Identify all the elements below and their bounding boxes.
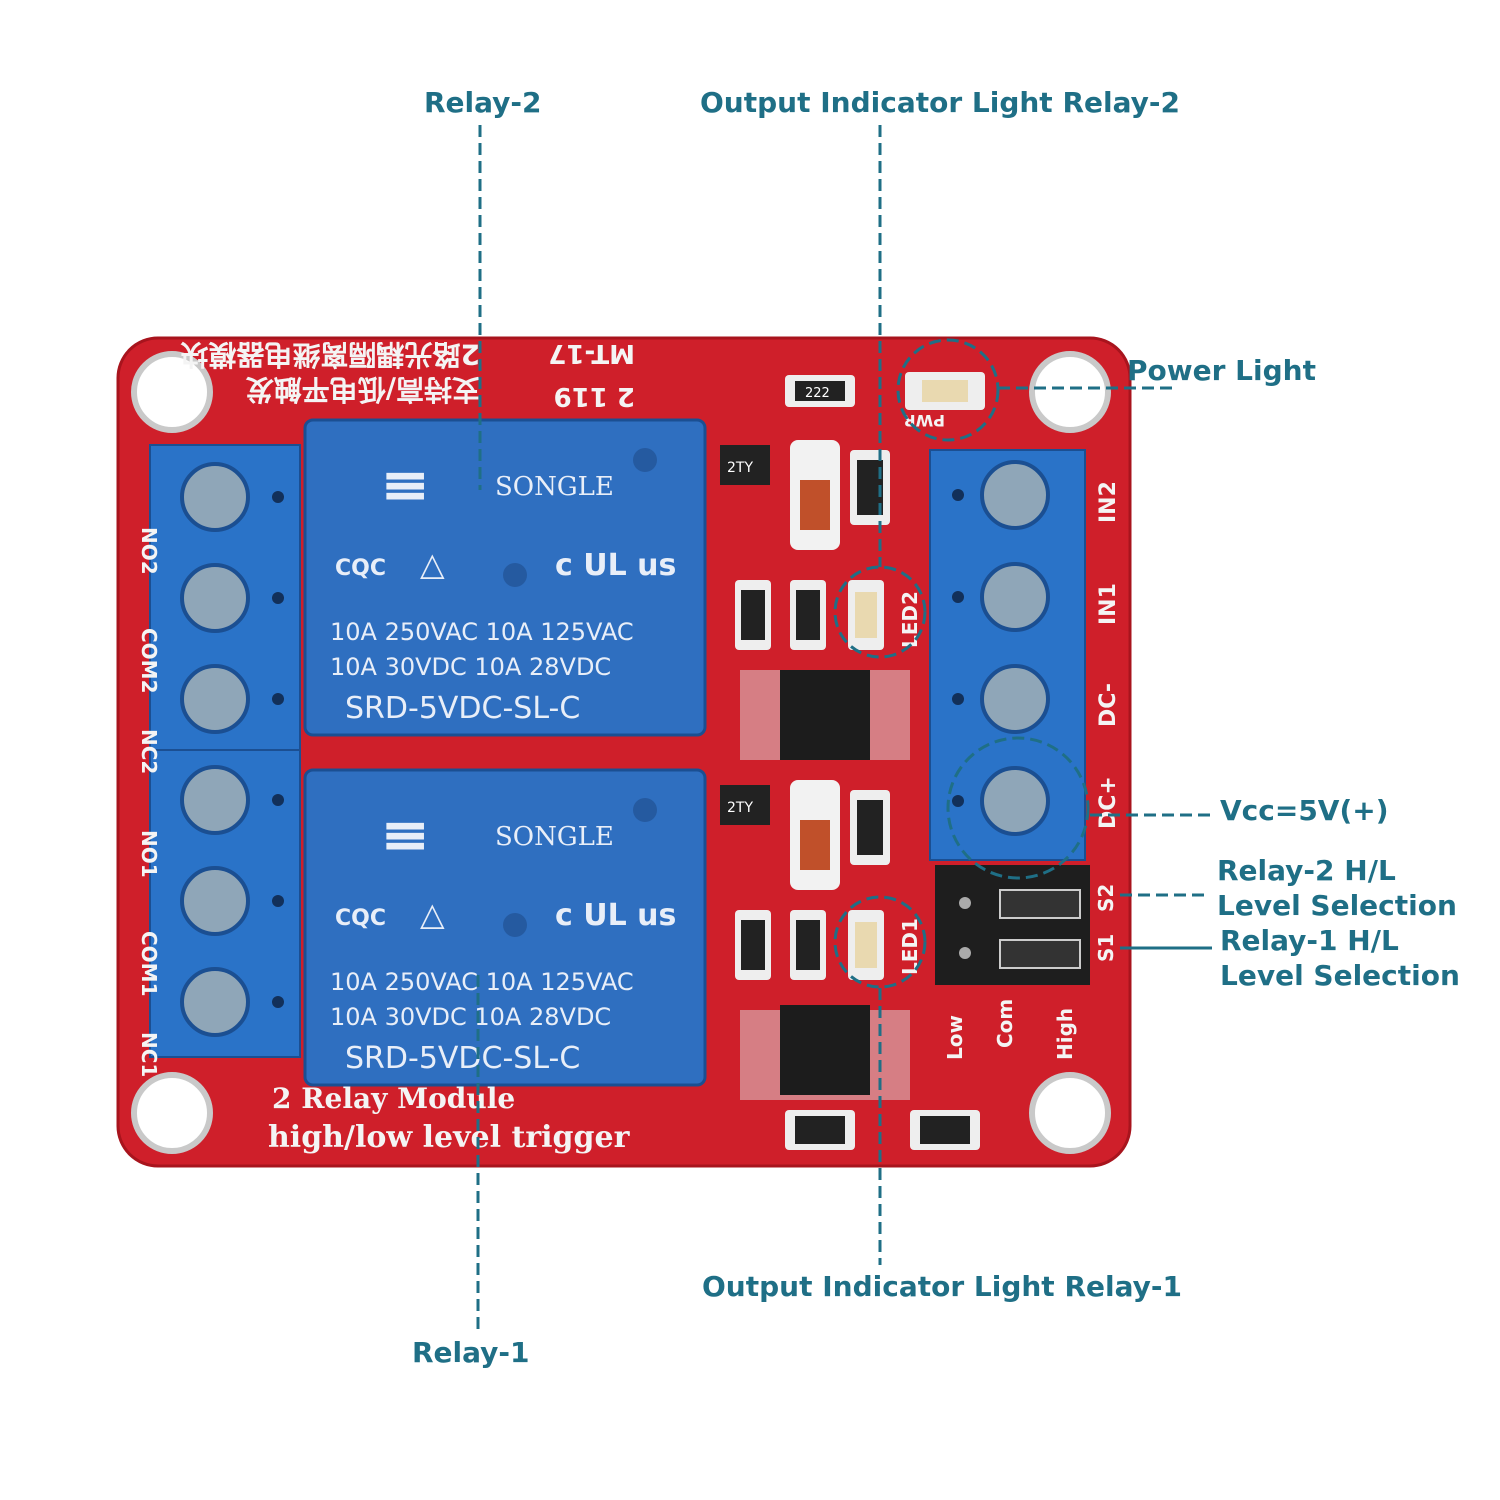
- left-terminal-label: COM2: [137, 628, 161, 694]
- callout-output-led-relay2: Output Indicator Light Relay-2: [700, 86, 1180, 119]
- terminal-hole: [952, 591, 964, 603]
- terminal-screw[interactable]: [180, 967, 250, 1037]
- callout-vcc: Vcc=5V(+): [1220, 794, 1389, 827]
- callout-lines: [476, 125, 1212, 1330]
- jumper-col-high: High: [1053, 1008, 1077, 1060]
- jumper-col-low: Low: [943, 1015, 967, 1060]
- terminal-hole: [952, 693, 964, 705]
- led2-label: LED2: [898, 591, 922, 648]
- callout-power-light: Power Light: [1127, 354, 1316, 387]
- terminal-screw[interactable]: [180, 866, 250, 936]
- jumper-row-s2: S2: [1094, 884, 1118, 912]
- callout-relay1-hl: Relay-1 H/L: [1220, 924, 1399, 957]
- relay-cert: CQC: [335, 906, 386, 931]
- right-terminal-label: IN1: [1096, 583, 1121, 625]
- transistor-code: 2TY: [727, 800, 753, 816]
- terminal-hole: [272, 592, 284, 604]
- terminal-hole: [952, 795, 964, 807]
- relay-logo-icon: ≡: [380, 450, 430, 520]
- transistor-code: 2TY: [727, 460, 753, 476]
- jumper-col-com: Com: [993, 999, 1017, 1048]
- terminal-hole: [272, 794, 284, 806]
- relay-logo-icon: ≡: [380, 800, 430, 870]
- relay-ul-mark: c UL us: [555, 898, 676, 933]
- terminal-screw[interactable]: [980, 664, 1050, 734]
- relay-ul-mark: c UL us: [555, 548, 676, 583]
- terminal-screw[interactable]: [980, 766, 1050, 836]
- left-terminal-label: COM1: [137, 931, 161, 997]
- right-terminal-label: IN2: [1096, 481, 1121, 523]
- terminal-screw[interactable]: [980, 562, 1050, 632]
- warning-triangle-icon: △: [420, 545, 445, 583]
- callout-relay1-hl-2: Level Selection: [1220, 959, 1460, 992]
- right-terminal-label: DC+: [1096, 776, 1121, 829]
- level-jumper-header[interactable]: [935, 865, 1090, 985]
- mounting-hole: [131, 351, 1111, 1154]
- callout-relay1: Relay-1: [412, 1336, 530, 1369]
- terminal-hole: [272, 996, 284, 1008]
- board-bottom-line1: 2 Relay Module: [272, 1082, 515, 1115]
- callout-relay2: Relay-2: [424, 86, 542, 119]
- board-bottom-line2: high/low level trigger: [268, 1120, 631, 1155]
- terminal-hole: [272, 895, 284, 907]
- left-terminal-block: [149, 444, 301, 1058]
- terminal-screw[interactable]: [180, 462, 250, 532]
- terminal-screw[interactable]: [980, 460, 1050, 530]
- terminal-screw[interactable]: [180, 563, 250, 633]
- left-terminal-label: NO1: [137, 830, 161, 878]
- relay-brand: SONGLE: [495, 822, 614, 852]
- jumper-row-s1: S1: [1094, 934, 1118, 962]
- left-terminal-label: NO2: [137, 527, 161, 575]
- callout-output-led-relay1: Output Indicator Light Relay-1: [702, 1270, 1182, 1303]
- board-chinese-line1: 2路光耦隔离继电器模块: [181, 338, 480, 371]
- relay-rating-1: 10A 250VAC 10A 125VAC: [330, 968, 634, 996]
- pwr-label: PWR: [903, 411, 945, 430]
- resistor-code: 222: [805, 386, 830, 401]
- warning-triangle-icon: △: [420, 895, 445, 933]
- terminal-hole: [952, 489, 964, 501]
- right-terminal-block: [929, 449, 1086, 861]
- relay-model: SRD-5VDC-SL-C: [345, 691, 580, 726]
- terminal-screw[interactable]: [180, 765, 250, 835]
- smd-components: 222 2TY 2TY PWR LED2 LED1: [720, 372, 985, 1150]
- callout-relay2-hl-2: Level Selection: [1217, 889, 1457, 922]
- board-chinese-line2: 支持高/低电平触发: [246, 373, 480, 406]
- relay-model: SRD-5VDC-SL-C: [345, 1041, 580, 1076]
- right-terminal-label: DC-: [1096, 683, 1121, 727]
- board-model: MT-17: [548, 338, 635, 368]
- callout-relay2-hl: Relay-2 H/L: [1217, 854, 1396, 887]
- relay-rating-2: 10A 30VDC 10A 28VDC: [330, 653, 611, 681]
- relay-1: ≡ SONGLE CQC △ c UL us 10A 250VAC 10A 125VAC 1…: [303, 768, 707, 1087]
- board-date: 2 119: [554, 381, 635, 411]
- relay-rating-2: 10A 30VDC 10A 28VDC: [330, 1003, 611, 1031]
- terminal-hole: [272, 693, 284, 705]
- relay-cert: CQC: [335, 556, 386, 581]
- relay-2: ≡ SONGLE CQC △ c UL us 10A 250VAC 10A 125VAC 1…: [303, 418, 707, 737]
- left-terminal-label: NC1: [137, 1032, 161, 1077]
- relay-brand: SONGLE: [495, 472, 614, 502]
- relay-rating-1: 10A 250VAC 10A 125VAC: [330, 618, 634, 646]
- left-terminal-label: NC2: [137, 729, 161, 774]
- terminal-hole: [272, 491, 284, 503]
- callout-circles: [833, 338, 1090, 989]
- terminal-screw[interactable]: [180, 664, 250, 734]
